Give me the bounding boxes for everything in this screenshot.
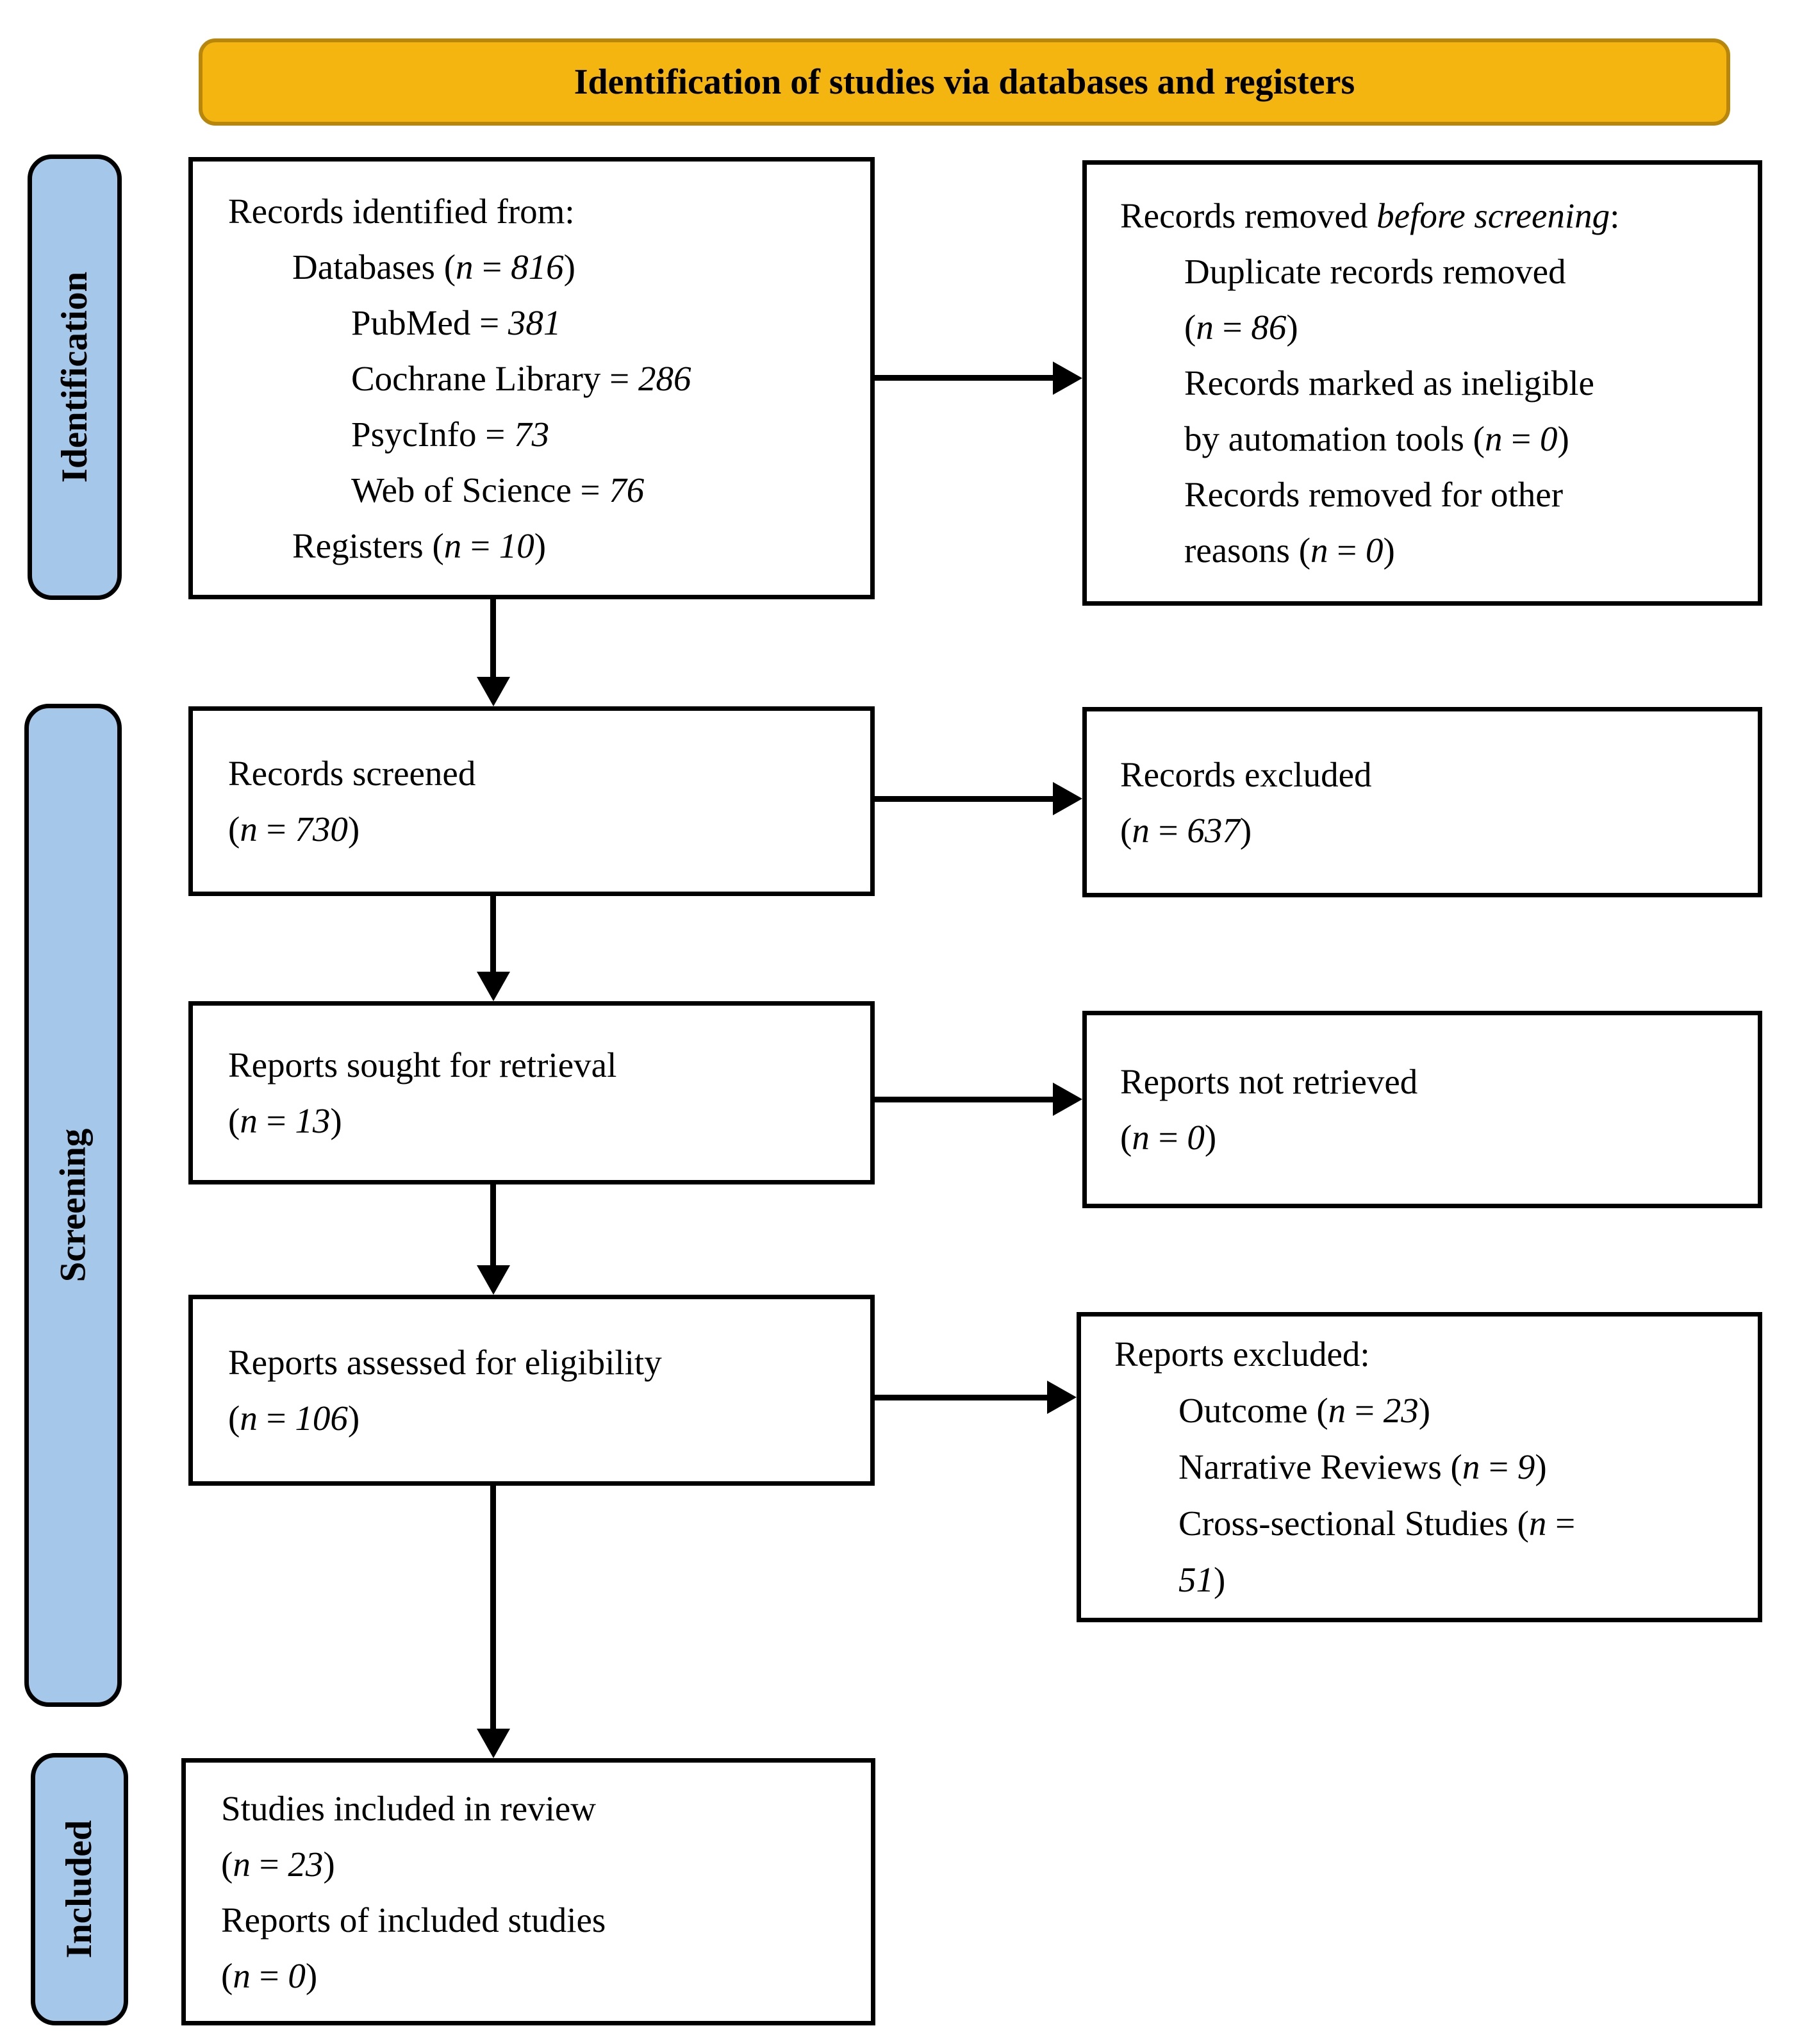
text-line: Cochrane Library = 286 xyxy=(351,358,691,398)
text-line: Records excluded xyxy=(1120,754,1372,794)
text-line: Databases (n = 816) xyxy=(292,247,575,287)
text-line: Web of Science = 76 xyxy=(351,470,645,510)
text-line: Records screened xyxy=(228,754,476,793)
box-records-removed-before-screening: Records removed before screening: Duplica… xyxy=(1082,160,1762,606)
arrow-line xyxy=(490,896,496,972)
text-line: PubMed = 381 xyxy=(351,303,561,342)
text-line: (n = 0) xyxy=(221,1956,318,1995)
box-reports-sought: Reports sought for retrieval (n = 13) xyxy=(188,1001,875,1184)
text-line: 51) xyxy=(1178,1560,1226,1599)
arrow-head-icon xyxy=(1053,1083,1082,1116)
text-line: PsycInfo = 73 xyxy=(351,414,550,454)
text-line: Records removed for other xyxy=(1184,475,1564,514)
stage-label-identification: Identification xyxy=(54,271,95,483)
arrow-line xyxy=(875,1395,1047,1400)
arrow-line xyxy=(490,1486,496,1729)
arrow-head-icon xyxy=(477,972,510,1001)
arrow-head-icon xyxy=(477,1729,510,1758)
text-line: Cross-sectional Studies (n = xyxy=(1178,1504,1576,1543)
text-line: (n = 637) xyxy=(1120,810,1252,850)
arrow-head-icon xyxy=(477,677,510,706)
text-line: reasons (n = 0) xyxy=(1184,531,1395,570)
arrow-line xyxy=(875,796,1053,802)
text-line: Records removed before screening: xyxy=(1120,196,1620,235)
stage-band-screening: Screening xyxy=(24,704,122,1707)
stage-label-included: Included xyxy=(59,1820,100,1959)
text-line: by automation tools (n = 0) xyxy=(1184,419,1569,458)
box-reports-assessed: Reports assessed for eligibility (n = 106… xyxy=(188,1295,875,1486)
text-line: Narrative Reviews (n = 9) xyxy=(1178,1447,1547,1486)
arrow-head-icon xyxy=(477,1265,510,1295)
box-records-identified: Records identified from: Databases (n = 8… xyxy=(188,157,875,599)
text-line: Records identified from: xyxy=(228,191,575,231)
text-line: Reports sought for retrieval xyxy=(228,1045,617,1084)
text-line: Outcome (n = 23) xyxy=(1178,1391,1431,1430)
arrow-head-icon xyxy=(1053,782,1082,815)
arrow-head-icon xyxy=(1053,361,1082,395)
arrow-line xyxy=(490,599,496,677)
text-line: Records marked as ineligible xyxy=(1184,363,1594,403)
arrow-head-icon xyxy=(1047,1381,1077,1414)
box-studies-included: Studies included in review (n = 23) Report… xyxy=(181,1758,875,2025)
arrow-line xyxy=(875,375,1053,381)
arrow-line xyxy=(490,1184,496,1265)
box-records-screened: Records screened (n = 730) xyxy=(188,706,875,896)
text-line: Reports of included studies xyxy=(221,1900,606,1940)
arrow-line xyxy=(875,1097,1053,1102)
text-line: (n = 730) xyxy=(228,810,360,849)
text-line: Registers (n = 10) xyxy=(292,526,547,565)
text-line: Reports excluded: xyxy=(1114,1334,1370,1374)
text-line: (n = 0) xyxy=(1120,1118,1217,1157)
text-line: Reports not retrieved xyxy=(1120,1062,1418,1101)
stage-label-screening: Screening xyxy=(53,1128,94,1283)
stage-band-identification: Identification xyxy=(28,154,122,600)
box-reports-not-retrieved: Reports not retrieved (n = 0) xyxy=(1082,1011,1762,1208)
banner-title: Identification of studies via databases … xyxy=(199,38,1730,126)
banner-title-label: Identification of studies via databases … xyxy=(574,62,1355,102)
stage-band-included: Included xyxy=(31,1753,128,2025)
box-records-excluded: Records excluded (n = 637) xyxy=(1082,707,1762,897)
box-reports-excluded: Reports excluded: Outcome (n = 23) Narrati… xyxy=(1077,1312,1762,1622)
text-line: (n = 106) xyxy=(228,1399,360,1438)
text-line: (n = 86) xyxy=(1184,308,1298,347)
text-line: (n = 23) xyxy=(221,1844,335,1884)
text-line: Studies included in review xyxy=(221,1788,597,1828)
text-line: Reports assessed for eligibility xyxy=(228,1343,662,1382)
text-line: Duplicate records removed xyxy=(1184,252,1566,291)
text-line: (n = 13) xyxy=(228,1101,342,1140)
